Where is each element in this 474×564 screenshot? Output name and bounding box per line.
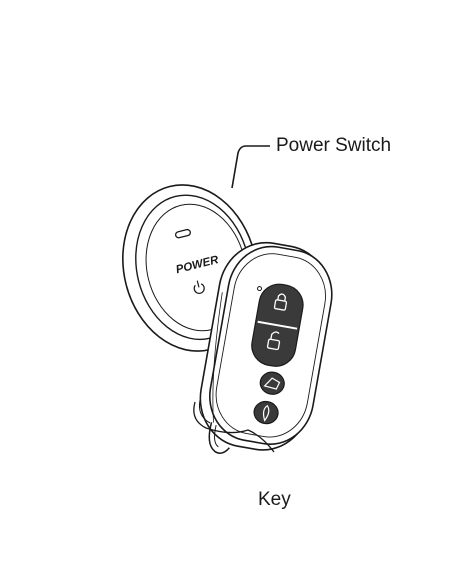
panic-icon bbox=[262, 404, 270, 422]
lock-icon bbox=[273, 299, 288, 311]
key-fob-strap bbox=[193, 401, 275, 453]
trunk-button[interactable] bbox=[259, 370, 286, 396]
key-ring-loop bbox=[208, 422, 230, 454]
power-symbol-icon bbox=[193, 280, 205, 294]
power-switch-leader-line bbox=[231, 145, 270, 189]
unlock-button[interactable] bbox=[266, 331, 281, 351]
key-fob-seam bbox=[212, 292, 223, 423]
smart-key-fob-illustration bbox=[193, 241, 333, 454]
unlock-icon bbox=[266, 338, 281, 351]
key-fob-indicator-dot bbox=[256, 286, 262, 292]
power-switch-label: Power Switch bbox=[276, 135, 392, 156]
panic-button[interactable] bbox=[252, 400, 279, 426]
lock-button[interactable] bbox=[273, 293, 288, 311]
trunk-icon bbox=[263, 377, 281, 390]
key-fob-inner-trim bbox=[215, 253, 326, 438]
key-label: Key bbox=[258, 489, 291, 510]
power-indicator-lamp bbox=[174, 228, 192, 239]
